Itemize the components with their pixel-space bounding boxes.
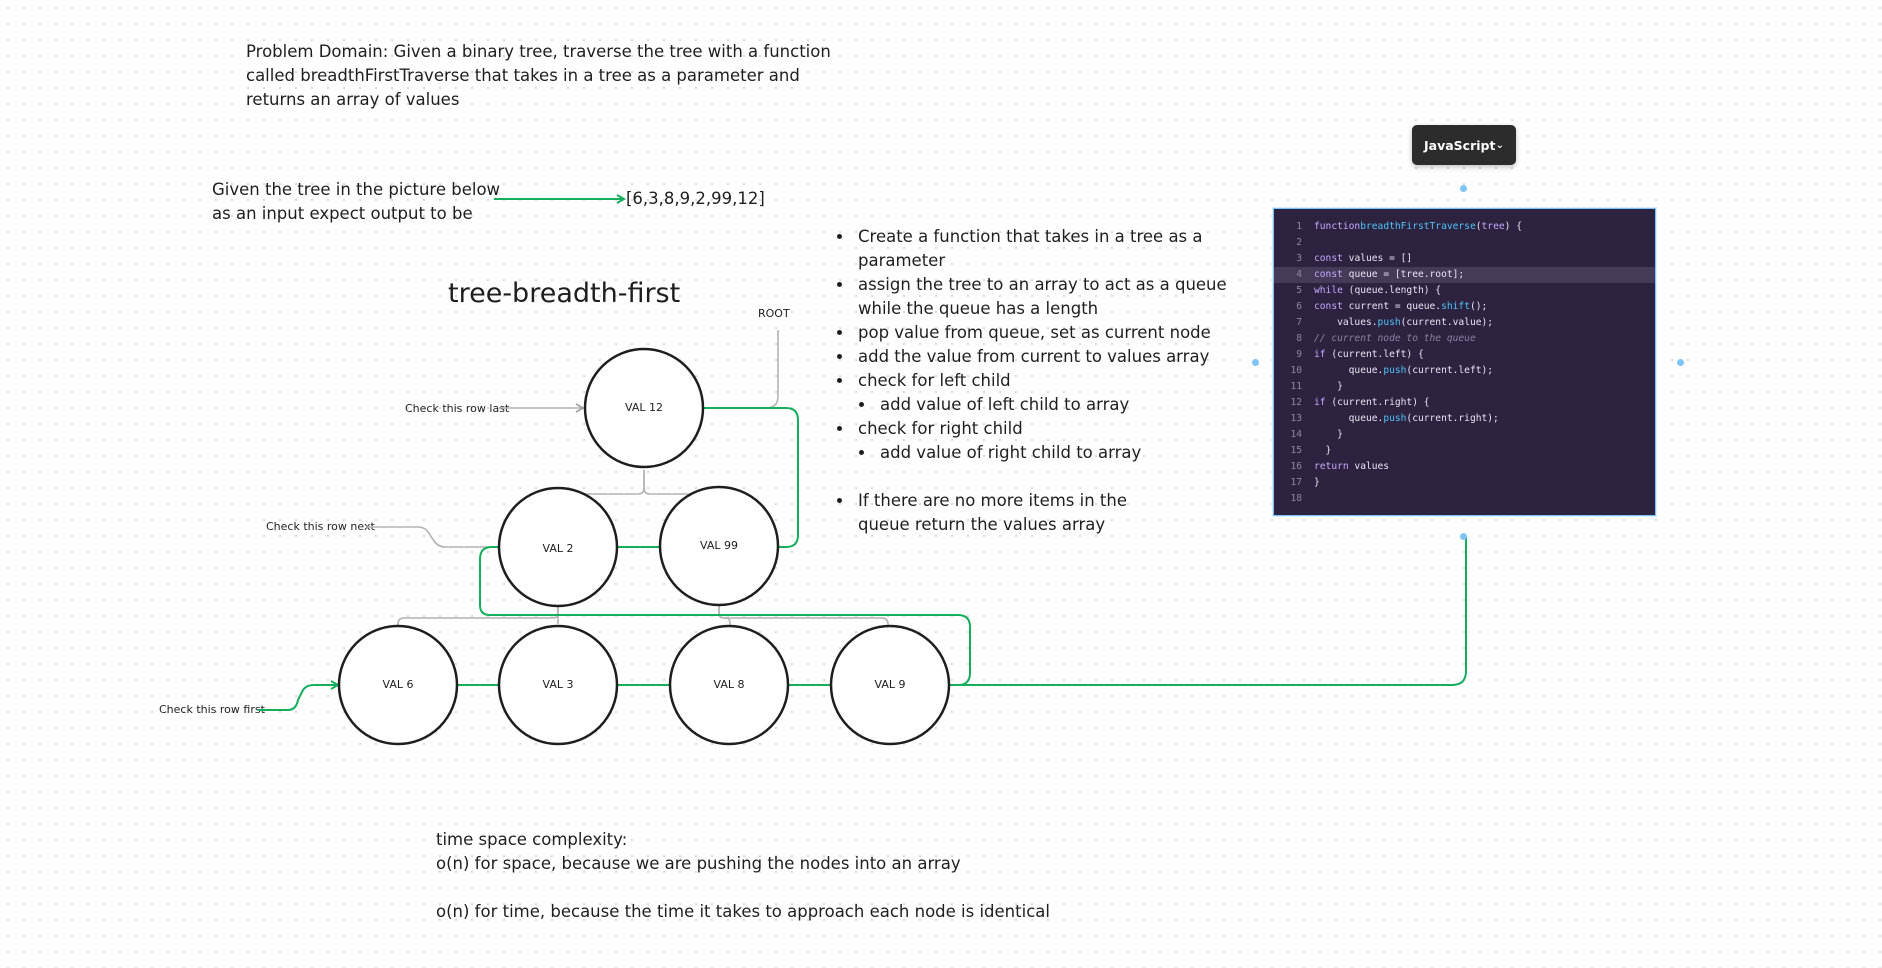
- algorithm-steps-list: Create a function that takes in a tree a…: [838, 225, 1294, 537]
- node-val-12: VAL 12: [583, 347, 705, 469]
- root-connector: [704, 330, 779, 409]
- line-number: 7: [1296, 317, 1302, 328]
- node-val-99-label: VAL 99: [700, 539, 738, 552]
- list-item-text: while the queue has a length: [858, 299, 1099, 318]
- selection-handle-right[interactable]: [1677, 359, 1684, 366]
- chevron-down-icon: ⌄: [1495, 139, 1504, 151]
- list-item-text: check for right child: [858, 419, 1023, 438]
- list-item: add the value from current to values arr…: [854, 345, 1294, 369]
- root-label: ROOT: [758, 307, 790, 320]
- line-number: 15: [1290, 445, 1302, 456]
- diagram-title: tree-breadth-first: [448, 278, 681, 309]
- row-next-connector: [366, 526, 499, 548]
- line-number: 9: [1296, 349, 1302, 360]
- problem-domain-text: Problem Domain: Given a binary tree, tra…: [246, 42, 831, 109]
- line-number: 2: [1296, 237, 1302, 248]
- node-val-2: VAL 2: [497, 486, 619, 608]
- complexity-heading: time space complexity:: [436, 830, 628, 849]
- list-item: Create a function that takes in a tree a…: [854, 225, 1294, 273]
- line-number: 6: [1296, 301, 1302, 312]
- node-val-99: VAL 99: [658, 485, 780, 607]
- time-complexity-text: o(n) for time, because the time it takes…: [436, 902, 1050, 921]
- line-number: 10: [1290, 365, 1302, 376]
- selection-handle-left[interactable]: [1252, 359, 1259, 366]
- list-item: If there are no more items in the queue r…: [854, 489, 1294, 537]
- line-number: 3: [1296, 253, 1302, 264]
- node-val-6-label: VAL 6: [383, 678, 414, 691]
- node-val-8: VAL 8: [668, 624, 790, 746]
- list-item-text: check for left child: [858, 371, 1011, 390]
- list-item: check for right child add value of right…: [854, 417, 1294, 465]
- row-first-arrow: [258, 685, 338, 711]
- node-val-2-label: VAL 2: [543, 542, 574, 555]
- line-number: 5: [1296, 285, 1302, 296]
- list-item: add value of left child to array: [876, 393, 1294, 417]
- sub-list: add value of right child to array: [858, 441, 1294, 465]
- highlighted-code-line: 4 const queue = [tree.root];: [1274, 267, 1655, 283]
- line-number: 13: [1290, 413, 1302, 424]
- bfs-traversal-path: [458, 407, 1467, 686]
- given-input-text: Given the tree in the picture below as a…: [212, 180, 501, 223]
- line-number: 4: [1296, 269, 1302, 280]
- line-number: 17: [1290, 477, 1302, 488]
- language-dropdown[interactable]: JavaScript ⌄: [1412, 125, 1516, 165]
- list-item: add value of right child to array: [876, 441, 1294, 465]
- node-val-6: VAL 6: [337, 624, 459, 746]
- list-spacer: [854, 465, 1294, 489]
- list-item-text: queue return the values array: [858, 515, 1106, 534]
- language-dropdown-label: JavaScript: [1424, 137, 1496, 153]
- node-val-3-label: VAL 3: [543, 678, 574, 691]
- list-item: check for left child add value of left c…: [854, 369, 1294, 417]
- node-val-9: VAL 9: [829, 624, 951, 746]
- list-item-text: assign the tree to an array to act as a …: [858, 275, 1227, 294]
- line-number: 8: [1296, 333, 1302, 344]
- node-val-3: VAL 3: [497, 624, 619, 746]
- line-number: 16: [1290, 461, 1302, 472]
- row-label-last: Check this row last: [405, 402, 510, 415]
- selection-handle-top[interactable]: [1460, 185, 1467, 192]
- node-val-12-label: VAL 12: [625, 401, 663, 414]
- node-val-9-label: VAL 9: [875, 678, 906, 691]
- list-item-text: If there are no more items in the: [858, 491, 1128, 510]
- tree-edges: [397, 470, 889, 628]
- line-number: 18: [1290, 493, 1302, 504]
- selection-handle-bottom[interactable]: [1460, 533, 1467, 540]
- row-label-next: Check this row next: [266, 520, 375, 533]
- space-complexity-text: o(n) for space, because we are pushing t…: [436, 854, 961, 873]
- row-label-first: Check this row first: [159, 703, 266, 716]
- line-number: 1: [1296, 221, 1302, 232]
- line-number: 11: [1290, 381, 1302, 392]
- line-number: 14: [1290, 429, 1302, 440]
- list-item: assign the tree to an array to act as a …: [854, 273, 1294, 321]
- sub-list: add value of left child to array: [858, 393, 1294, 417]
- expected-output-text: [6,3,8,9,2,99,12]: [626, 189, 765, 208]
- node-val-8-label: VAL 8: [714, 678, 745, 691]
- list-item: pop value from queue, set as current nod…: [854, 321, 1294, 345]
- line-number: 12: [1290, 397, 1302, 408]
- complexity-notes: time space complexity: o(n) for space, b…: [436, 828, 1116, 924]
